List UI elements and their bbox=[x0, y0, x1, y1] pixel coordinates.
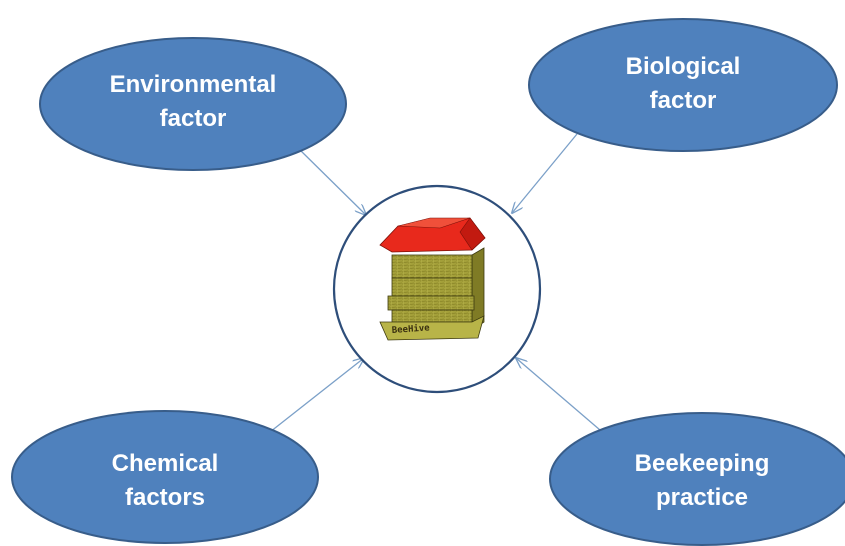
arrow-environmental bbox=[297, 147, 366, 215]
arrow-biological bbox=[512, 133, 578, 213]
arrow-chemical bbox=[269, 358, 364, 433]
hive-label: BeeHive bbox=[391, 322, 430, 336]
factor-chemical-label-line1: Chemical bbox=[112, 450, 219, 477]
factor-beekeeping-label-line1: Beekeeping bbox=[635, 450, 770, 477]
factor-biological: Biological factor bbox=[528, 18, 838, 152]
factor-environmental-label-line2: factor bbox=[160, 105, 227, 132]
factor-biological-label-line2: factor bbox=[650, 87, 717, 114]
factor-beekeeping-ellipse bbox=[549, 412, 845, 546]
factor-biological-label-line1: Biological bbox=[626, 53, 741, 80]
factor-chemical-label-line2: factors bbox=[125, 484, 205, 511]
factor-environmental-label-line1: Environmental bbox=[110, 71, 277, 98]
beehive-icon: BeeHive bbox=[379, 217, 486, 341]
factor-biological-ellipse bbox=[528, 18, 838, 152]
factor-environmental: Environmental factor bbox=[39, 37, 347, 171]
arrow-beekeeping bbox=[516, 358, 601, 431]
factor-beekeeping-label-line2: practice bbox=[656, 484, 748, 511]
factor-chemical-ellipse bbox=[11, 410, 319, 544]
factor-environmental-ellipse bbox=[39, 37, 347, 171]
factor-chemical: Chemical factors bbox=[11, 410, 319, 544]
factor-beekeeping: Beekeeping practice bbox=[549, 412, 845, 546]
